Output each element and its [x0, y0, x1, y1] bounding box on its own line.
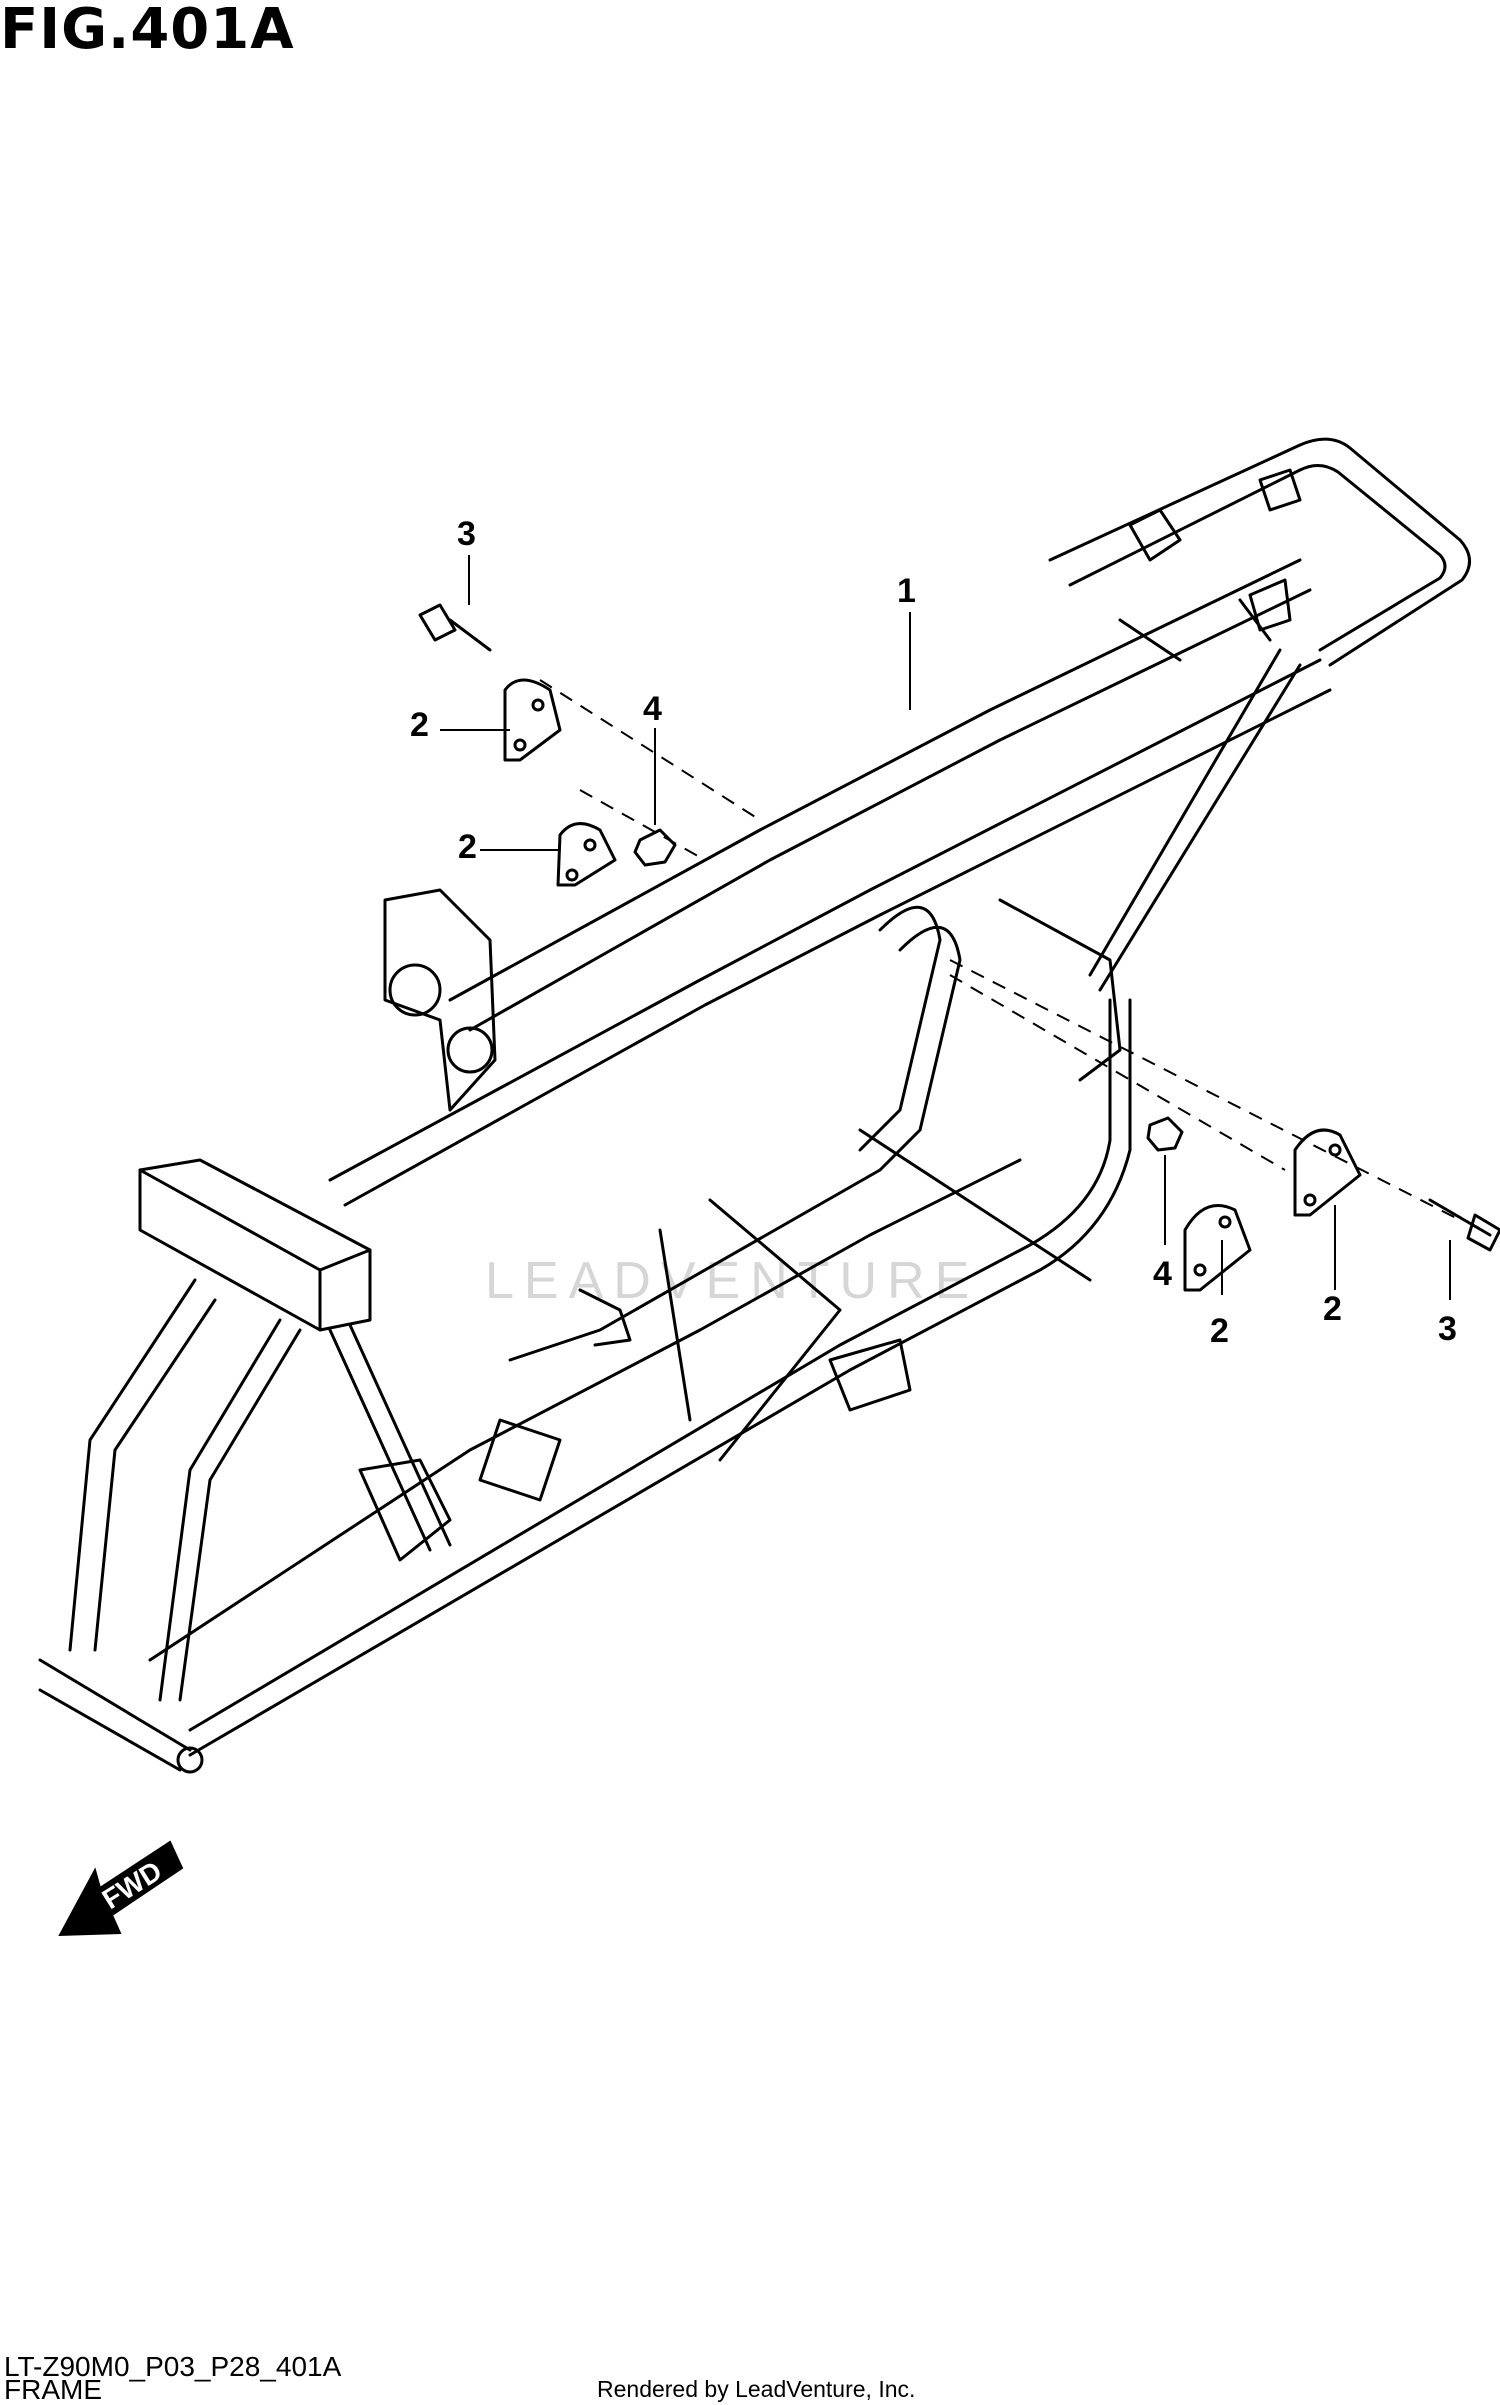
- front-downtube-1: [68, 1278, 217, 1652]
- center-loop: [508, 905, 962, 1362]
- fwd-arrow: [58, 1840, 184, 1937]
- front-tube-end: [176, 1746, 204, 1774]
- engine-mount-1: [578, 1288, 632, 1347]
- alignment-lines: [539, 679, 1461, 1221]
- frame-drawing: [38, 437, 1500, 1774]
- steering-hole-2: [446, 1026, 494, 1074]
- callout-3b: 3: [1438, 1310, 1457, 1348]
- part-bracket-2a: [503, 678, 562, 762]
- lower-rail-left-inner: [188, 998, 1112, 1732]
- steering-plate: [383, 888, 497, 1112]
- lower-rail-right: [148, 1158, 1022, 1662]
- part-bolt-3a: [418, 603, 492, 652]
- rear-rack-brace: [1118, 598, 1272, 662]
- part-bracket-2c: [1183, 1204, 1252, 1292]
- callout-4b: 4: [1153, 1255, 1172, 1293]
- part-bracket-2b: [556, 822, 617, 887]
- figure-title: FIG.401A: [0, 0, 295, 62]
- rear-rack: [1048, 437, 1471, 667]
- upper-rail-left-inner: [468, 588, 1312, 1032]
- callout-2d: 2: [1323, 1290, 1342, 1328]
- diagram-code: LT-Z90M0_P03_P28_401A: [4, 2351, 342, 2382]
- rear-bracket-2: [1248, 578, 1292, 632]
- center-cross: [658, 1128, 1092, 1462]
- rear-bracket-1: [1128, 508, 1182, 562]
- rear-bracket-3: [1258, 468, 1302, 512]
- callout-2a: 2: [410, 706, 429, 744]
- front-downtube-2: [158, 1318, 302, 1702]
- part-bolt-3b: [1428, 1198, 1500, 1252]
- front-crossmember-edge: [138, 1168, 372, 1332]
- engine-mount-3: [358, 1458, 452, 1562]
- steering-hole-1: [388, 963, 442, 1017]
- lower-front-tube: [38, 1658, 192, 1772]
- upper-rail-left: [448, 558, 1302, 1002]
- front-diagonal: [328, 1323, 452, 1552]
- callout-1: 1: [897, 572, 916, 610]
- callout-3a: 3: [457, 515, 476, 553]
- part-nut-4b: [1146, 1116, 1184, 1152]
- rear-shock-mount: [998, 898, 1122, 1082]
- front-crossmember: [138, 1158, 372, 1332]
- leader-lines: [440, 555, 1451, 1300]
- rear-strut: [1088, 648, 1302, 992]
- upper-rail-right-inner: [343, 688, 1332, 1207]
- part-bracket-2d: [1293, 1128, 1362, 1217]
- engine-mount-2: [478, 1418, 562, 1502]
- section-name: FRAME: [4, 2374, 102, 2405]
- callout-2b: 2: [458, 828, 477, 866]
- engine-mount-4: [828, 1338, 912, 1412]
- watermark: LEADVENTURE: [485, 1252, 980, 1310]
- lower-rail-left: [188, 998, 1132, 1757]
- upper-rail-right: [328, 658, 1322, 1182]
- callout-2c: 2: [1210, 1312, 1229, 1350]
- part-nut-4a: [633, 828, 677, 867]
- callout-4a: 4: [643, 690, 662, 728]
- render-credit: Rendered by LeadVenture, Inc.: [597, 2376, 916, 2402]
